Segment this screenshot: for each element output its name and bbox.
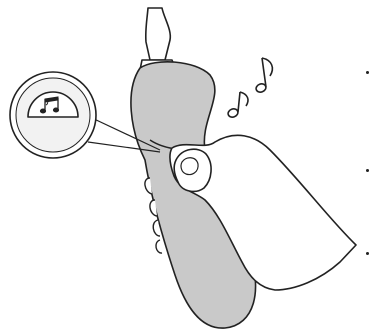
thumbnail [180,157,199,176]
beamed-music-note-icon [39,96,60,114]
finger-4 [155,239,163,254]
finger-1 [144,177,153,195]
callout-leader-top [91,117,161,151]
bullet-marker-2 [366,169,369,172]
music-note-icon [227,91,249,118]
music-note-icon-2 [255,57,274,93]
bullet-marker-3 [366,252,369,255]
sound-button-icon [27,91,79,118]
aspirator-tip [144,7,172,61]
finger-2 [149,199,158,217]
callout-leader-bottom [87,141,161,153]
aspirator-body [130,61,257,329]
bullet-marker-1 [366,71,369,74]
finger-3 [152,219,161,237]
